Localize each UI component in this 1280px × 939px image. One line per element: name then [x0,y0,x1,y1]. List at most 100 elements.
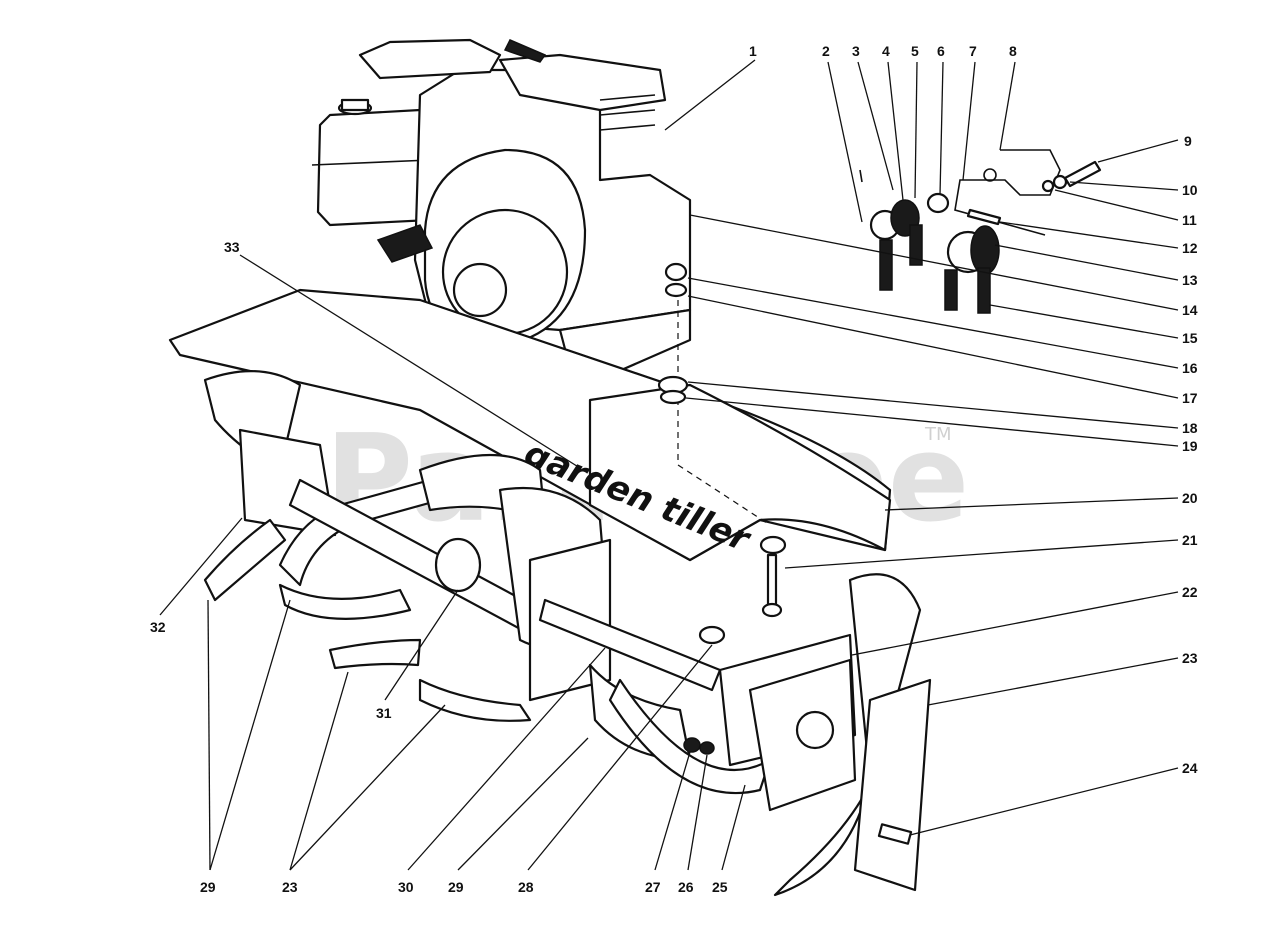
tine-23-left [278,583,412,620]
belt-roller-14 [970,225,1000,275]
leader-20 [884,497,1179,511]
key-12 [966,208,1002,226]
leader-14 [689,214,1179,311]
callout-32: 32 [150,619,166,635]
leader-9 [1097,139,1179,163]
callout-28: 28 [518,879,534,895]
leader-22 [851,591,1179,656]
callout-31: 31 [376,705,392,721]
leader-25 [721,784,746,871]
leader-24 [909,767,1179,836]
nut-11 [1041,179,1055,193]
fuel-tank-seam [311,159,431,166]
cooling-fin-1 [599,94,656,101]
leader-30 [407,647,606,871]
callout-6: 6 [937,43,945,59]
callout-13: 13 [1182,272,1198,288]
callout-22: 22 [1182,584,1198,600]
callout-4: 4 [882,43,890,59]
bolt-9 [1063,160,1102,188]
callout-24: 24 [1182,760,1198,776]
cylinder-head [498,53,667,112]
spacer-31 [434,537,482,593]
callout-8: 8 [1009,43,1017,59]
callout-16: 16 [1182,360,1198,376]
tine-23-right [773,573,922,897]
cooling-fin-2 [599,109,656,116]
bolt-24 [877,823,913,845]
leader-26 [687,754,708,871]
belt-15a [944,269,958,311]
starter-handle [376,224,434,263]
drive-shaft [538,598,722,692]
spacer-21 [759,535,787,555]
bracket-parts [859,149,1102,314]
leader-19 [685,397,1179,447]
callout-9: 9 [1184,133,1192,149]
callout-1: 1 [749,43,757,59]
right-tine-assembly [498,486,932,897]
leader-5 [914,61,918,199]
leader-18 [687,381,1179,429]
rod-loop [983,168,997,182]
fuel-cap-body [340,98,370,112]
pin-28 [698,625,726,645]
callout-7: 7 [969,43,977,59]
leader-3 [857,61,894,191]
callout-17: 17 [1182,390,1198,406]
callouts: 1 2 3 4 5 6 7 8 9 10 11 12 13 14 15 16 1… [150,43,1198,895]
callout-3: 3 [852,43,860,59]
callout-18: 18 [1182,420,1198,436]
callout-15: 15 [1182,330,1198,346]
leader-4 [887,61,904,201]
shield-fold [419,299,701,396]
callout-33: 33 [224,239,240,255]
belt-section-b [909,224,923,266]
callout-5: 5 [911,43,919,59]
shield-hood [588,383,892,562]
mount-centerline-2 [677,464,771,526]
callout-2: 2 [822,43,830,59]
callout-11: 11 [1182,212,1197,228]
belt-section-a [879,239,893,291]
callout-23b: 23 [282,879,298,895]
leader-16 [687,277,1179,369]
bolt-21 [766,553,778,607]
leader-33 [239,254,581,469]
leader-17 [687,295,1179,399]
starter-cup [452,262,508,318]
leader-13 [994,244,1179,281]
callout-30: 30 [398,879,414,895]
callout-27: 27 [645,879,661,895]
tine-lower-arc [608,678,772,795]
air-cleaner [358,38,502,80]
callout-19: 19 [1182,438,1198,454]
watermark-tm: TM [924,424,952,445]
leader-29a-1 [207,599,211,871]
bushing-6 [926,192,950,214]
nut-16 [664,262,688,282]
callout-20: 20 [1182,490,1198,506]
tine-plate-23 [853,678,932,892]
leader-1 [664,59,756,131]
callout-29b: 29 [448,879,464,895]
leader-11 [1054,189,1179,221]
leader-21 [784,539,1179,569]
callout-21: 21 [1182,532,1198,548]
callout-25: 25 [712,879,728,895]
leader-29b [457,737,589,871]
washer-26 [699,741,715,755]
leader-6 [939,61,944,196]
leader-29a-2 [209,599,291,871]
callout-10: 10 [1182,182,1198,198]
leader-23a [927,657,1179,706]
fuel-tank [316,108,432,227]
callout-14: 14 [1182,302,1198,318]
leader-23b-2 [289,704,446,871]
washer-17 [664,282,688,298]
belt-15b [977,267,991,314]
callout-23a: 23 [1182,650,1198,666]
control-rod-8 [954,149,1061,236]
